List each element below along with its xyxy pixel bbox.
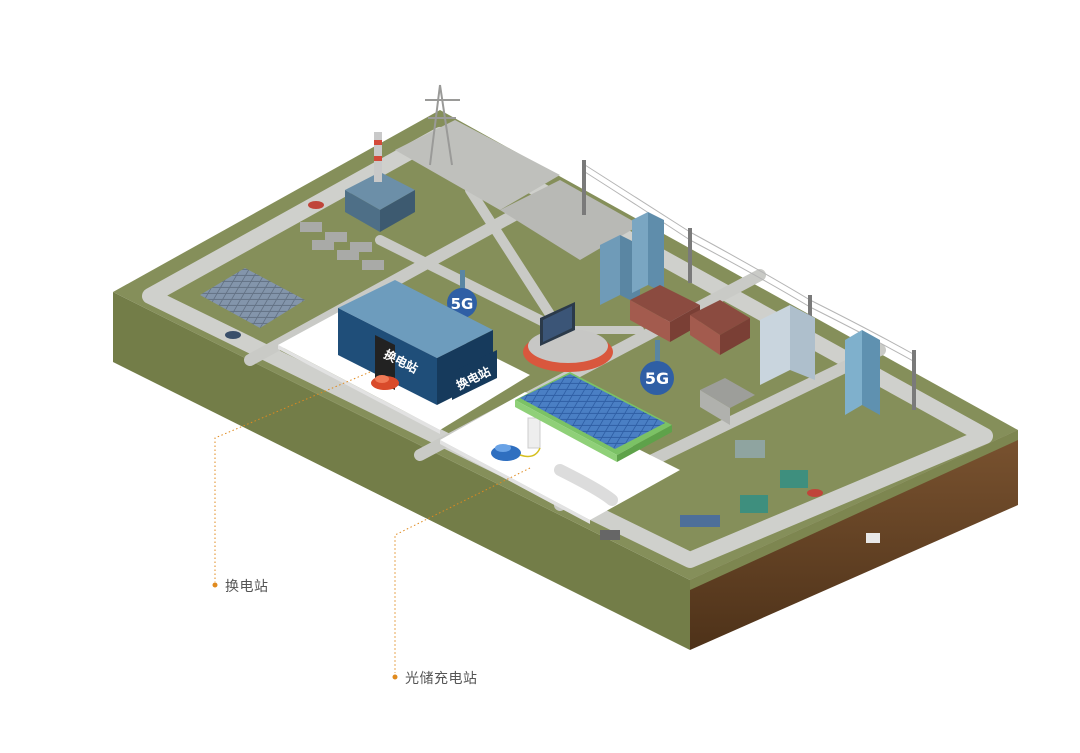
callout-label-pv-station: 光储充电站 bbox=[405, 671, 478, 687]
pv-charging-station-area bbox=[440, 372, 680, 524]
pale-tower bbox=[760, 305, 790, 385]
charger-post bbox=[527, 417, 541, 449]
solar-canopy-panels bbox=[520, 374, 665, 449]
5g-label-2: 5G bbox=[645, 369, 669, 388]
car-on-road-2 bbox=[308, 201, 324, 209]
ground-left-side bbox=[113, 292, 690, 650]
ground-right-grass-strip bbox=[690, 430, 1018, 590]
leader-lines bbox=[214, 371, 531, 673]
office-tower-2 bbox=[632, 212, 648, 293]
front-sign-board bbox=[452, 350, 497, 400]
5g-tower-1: 5G bbox=[447, 270, 477, 318]
control-center bbox=[523, 302, 613, 372]
background-facilities bbox=[200, 84, 916, 540]
car-on-road-1 bbox=[225, 331, 241, 339]
leader-line-swap-station bbox=[214, 371, 371, 582]
car-on-road-3 bbox=[807, 489, 823, 497]
red-office-block-2 bbox=[690, 300, 750, 335]
charging-station-pad bbox=[440, 392, 680, 520]
station-roof bbox=[338, 280, 493, 358]
callout-swap-station: 换电站 bbox=[225, 576, 269, 596]
ground-right-side bbox=[690, 430, 1018, 650]
factory-building bbox=[345, 172, 415, 210]
red-office-block bbox=[630, 285, 700, 322]
transmission-pylon bbox=[425, 84, 460, 166]
callout-pv-storage-charging-station: 光储充电站 bbox=[405, 668, 478, 688]
callout-label-swap-station: 换电站 bbox=[225, 579, 269, 595]
office-tower-1 bbox=[600, 235, 620, 305]
soil-marker bbox=[866, 533, 880, 543]
5g-tower-2: 5G bbox=[640, 340, 674, 395]
5g-label-1: 5G bbox=[451, 295, 474, 313]
red-car-icon bbox=[371, 375, 399, 390]
background-solar-field bbox=[200, 268, 305, 328]
callout-dot-pv bbox=[392, 674, 398, 680]
glass-tower-right bbox=[845, 330, 862, 415]
blue-car-icon bbox=[491, 444, 541, 461]
callout-dot-swap bbox=[212, 582, 218, 588]
swap-station-area: 换电站 换电站 bbox=[278, 280, 530, 434]
